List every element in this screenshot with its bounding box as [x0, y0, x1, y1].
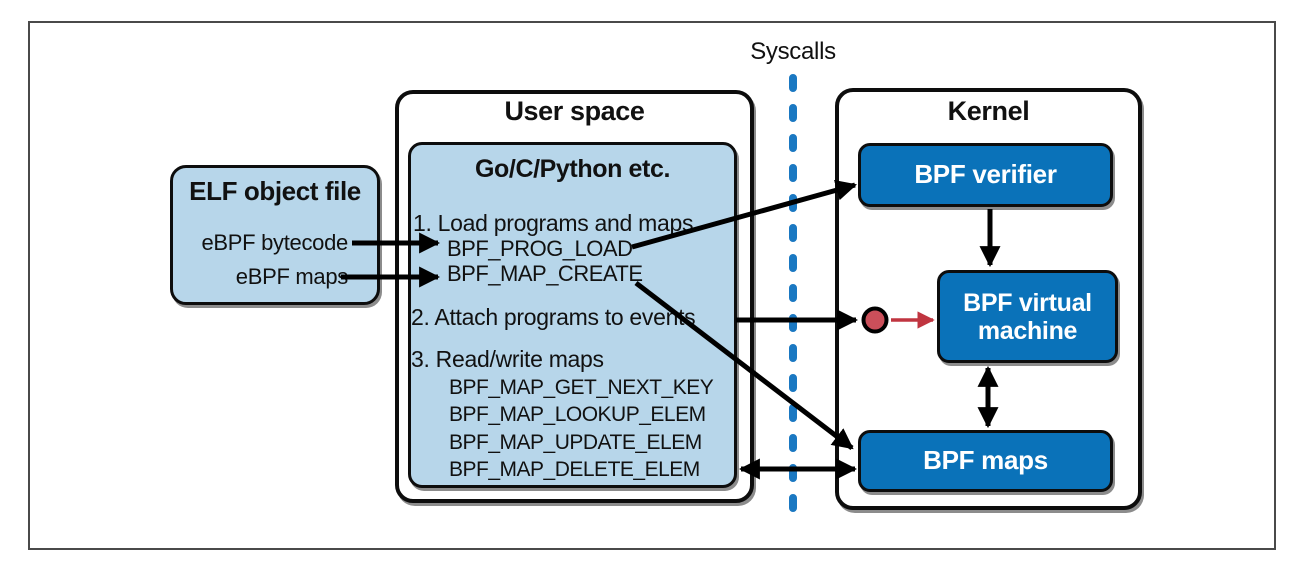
- go-item-load-programs: 1. Load programs and maps: [413, 210, 694, 236]
- go-item-bpf-map-update-elem: BPF_MAP_UPDATE_ELEM: [449, 431, 702, 454]
- elf-object-file-box: [170, 165, 380, 305]
- syscalls-label: Syscalls: [750, 38, 836, 65]
- go-item-bpf-map-delete-elem: BPF_MAP_DELETE_ELEM: [449, 458, 700, 481]
- bpf-verifier-node: BPF verifier: [858, 143, 1113, 207]
- go-item-bpf-map-create: BPF_MAP_CREATE: [447, 261, 643, 286]
- user-space-title: User space: [504, 96, 645, 126]
- go-runtime-title: Go/C/Python etc.: [474, 155, 670, 183]
- bpf-virtual-machine-node: BPF virtual machine: [937, 270, 1118, 363]
- go-item-bpf-prog-load: BPF_PROG_LOAD: [447, 236, 633, 261]
- kernel-title: Kernel: [947, 96, 1030, 126]
- elf-object-file-title: ELF object file: [189, 176, 361, 206]
- bpf-virtual-machine-label: BPF virtual machine: [963, 288, 1092, 345]
- go-item-bpf-map-lookup-elem: BPF_MAP_LOOKUP_ELEM: [449, 403, 706, 426]
- bpf-maps-node: BPF maps: [858, 430, 1113, 492]
- elf-row-maps: eBPF maps: [235, 264, 349, 289]
- elf-row-bytecode: eBPF bytecode: [201, 230, 348, 255]
- go-item-read-write-maps: 3. Read/write maps: [411, 346, 604, 372]
- go-item-attach-programs: 2. Attach programs to events: [411, 304, 696, 330]
- bpf-verifier-label: BPF verifier: [914, 159, 1057, 190]
- go-item-bpf-map-get-next-key: BPF_MAP_GET_NEXT_KEY: [449, 376, 714, 399]
- bpf-maps-label: BPF maps: [923, 445, 1048, 476]
